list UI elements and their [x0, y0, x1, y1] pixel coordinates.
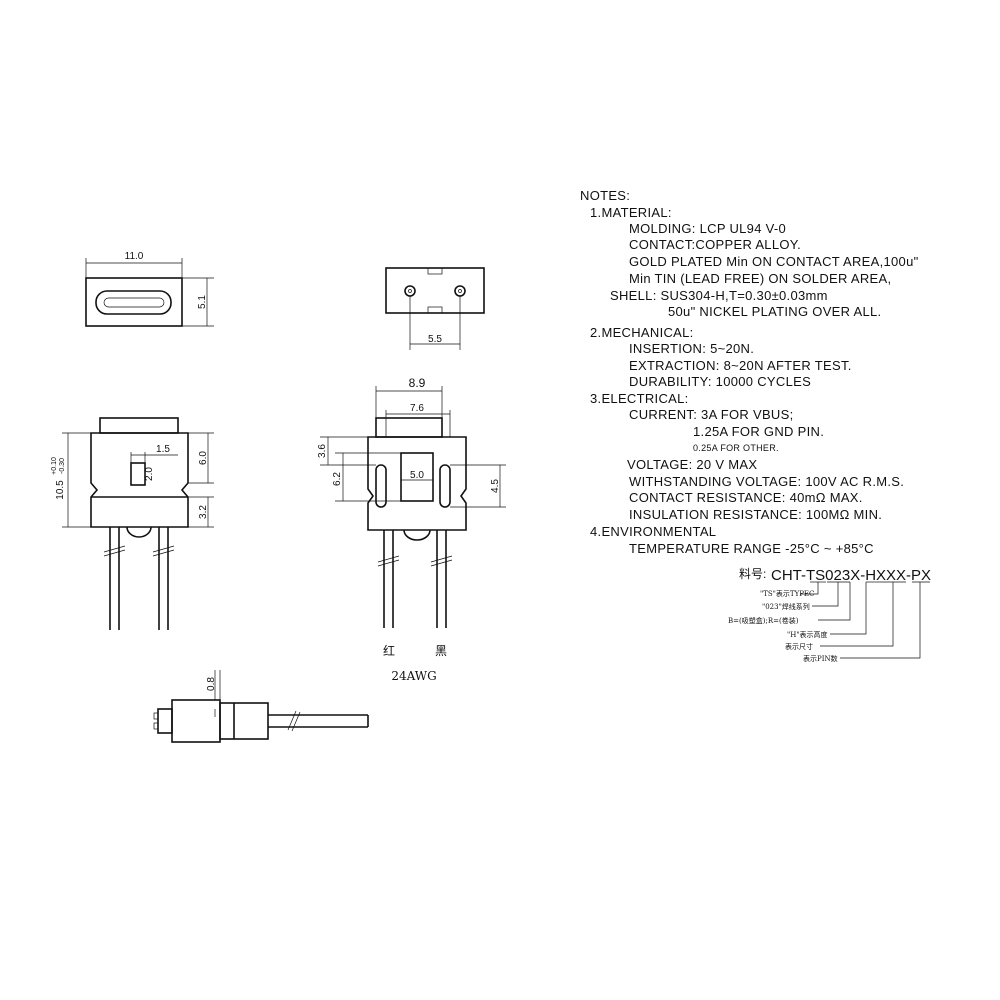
- back-view: 8.9 7.6 3.6 6.2 4.5 5.0 红 黑 24AWG: [317, 376, 506, 683]
- notes-material-line: 50u" NICKEL PLATING OVER ALL.: [668, 304, 881, 319]
- notes-material-line: GOLD PLATED Min ON CONTACT AREA,100u": [629, 254, 919, 269]
- wire-label-black: 黑: [435, 644, 447, 658]
- part-number-code: CHT-TS023X-HXXX-PX: [771, 567, 931, 584]
- dim-side-upper: 6.0: [198, 451, 209, 465]
- profile-view: 0.8: [153, 670, 369, 743]
- profile-plug-tip: [157, 708, 173, 734]
- notes-electrical-line: WITHSTANDING VOLTAGE: 100V AC R.M.S.: [629, 474, 904, 489]
- dim-profile-thickness: 0.8: [206, 677, 217, 691]
- dim-back-center: 5.0: [410, 470, 424, 481]
- notes-mechanical-title: 2.MECHANICAL:: [590, 325, 694, 340]
- dim-side-total-height: 10.5: [55, 480, 66, 500]
- dim-side-tol-plus: +0.10: [51, 457, 58, 475]
- part-number-legend: 料号: CHT-TS023X-HXXX-PX "TS"表示TYPEC "023"…: [728, 567, 931, 663]
- legend-height: "H"表示高度: [787, 630, 828, 639]
- legend-series: "023"焊线系列: [762, 602, 810, 611]
- back-view-slot-right: [439, 464, 451, 508]
- notes-environmental-title: 4.ENVIRONMENTAL: [590, 524, 716, 539]
- legend-size: 表示尺寸: [785, 642, 813, 651]
- notes-electrical-line: 1.25A FOR GND PIN.: [693, 424, 824, 439]
- back-view-center-window: [400, 452, 434, 502]
- notes-material-line: Min TIN (LEAD FREE) ON SOLDER AREA,: [629, 271, 891, 286]
- front-view-body: [85, 277, 183, 327]
- dim-front-width: 11.0: [125, 251, 144, 262]
- profile-housing: [219, 702, 269, 740]
- solder-hole-right: [454, 285, 466, 297]
- notes-electrical-line: VOLTAGE: 20 V MAX: [627, 457, 757, 472]
- dim-back-left: 6.2: [332, 472, 343, 486]
- notes-mechanical-line: INSERTION: 5~20N.: [629, 341, 754, 356]
- side-view-body: [90, 432, 189, 528]
- dim-side-slot-depth: 2.0: [144, 467, 155, 481]
- legend-pin-count: 表示PIN数: [803, 654, 838, 663]
- side-view-notch: [126, 526, 152, 538]
- notes-electrical-title: 3.ELECTRICAL:: [590, 391, 689, 406]
- notes-title: NOTES:: [580, 188, 630, 203]
- notes-material-line: CONTACT:COPPER ALLOY.: [629, 237, 801, 252]
- profile-shell: [171, 699, 221, 743]
- top-view: 5.5: [385, 267, 485, 350]
- wire-label-red: 红: [383, 643, 395, 658]
- dim-top-pitch: 5.5: [428, 334, 442, 345]
- notes-mechanical-line: DURABILITY: 10000 CYCLES: [629, 374, 811, 389]
- dim-side-tol-minus: -0.30: [59, 458, 66, 474]
- side-view: 10.5 +0.10 -0.30 1.5 2.0 6.0 3.2: [51, 417, 214, 630]
- dim-back-width-inner: 7.6: [410, 403, 424, 414]
- notes-environmental-line: TEMPERATURE RANGE -25°C ~ +85°C: [629, 541, 874, 556]
- notes-electrical-line: CURRENT: 3A FOR VBUS;: [629, 407, 794, 422]
- usb-c-tongue: [103, 297, 165, 308]
- side-view-top-shell: [99, 417, 179, 434]
- notes-material-title: 1.MATERIAL:: [590, 205, 672, 220]
- back-view-slot-left: [375, 464, 387, 508]
- dim-back-right: 4.5: [490, 479, 501, 493]
- front-view: 11.0 5.1: [85, 251, 214, 327]
- dim-front-height: 5.1: [197, 295, 208, 309]
- dim-side-slot-width: 1.5: [156, 444, 170, 455]
- notes-material-line: SHELL: SUS304-H,T=0.30±0.03mm: [610, 288, 828, 303]
- solder-hole-left: [404, 285, 416, 297]
- dim-back-top: 3.6: [317, 444, 328, 458]
- notes-material-line: MOLDING: LCP UL94 V-0: [629, 221, 786, 236]
- notes-block: NOTES: 1.MATERIAL: MOLDING: LCP UL94 V-0…: [580, 188, 919, 556]
- notes-electrical-line: INSULATION RESISTANCE: 100MΩ MIN.: [629, 507, 882, 522]
- usb-c-port-outline: [95, 290, 172, 315]
- side-view-slot: [130, 462, 146, 486]
- back-view-body: [367, 436, 467, 531]
- notes-electrical-line: CONTACT RESISTANCE: 40mΩ MAX.: [629, 490, 863, 505]
- top-view-body: [385, 267, 485, 314]
- notes-mechanical-line: EXTRACTION: 8~20N AFTER TEST.: [629, 358, 852, 373]
- dim-side-lower: 3.2: [198, 505, 209, 519]
- dim-back-width-outer: 8.9: [409, 376, 426, 390]
- wire-gauge-label: 24AWG: [391, 669, 436, 683]
- legend-typec: "TS"表示TYPEC: [760, 589, 814, 598]
- notes-electrical-line: 0.25A FOR OTHER.: [693, 443, 779, 453]
- back-view-notch: [403, 529, 431, 541]
- legend-packaging: B=(吸塑盒);R=(卷装): [728, 616, 799, 625]
- part-number-label: 料号:: [739, 567, 766, 581]
